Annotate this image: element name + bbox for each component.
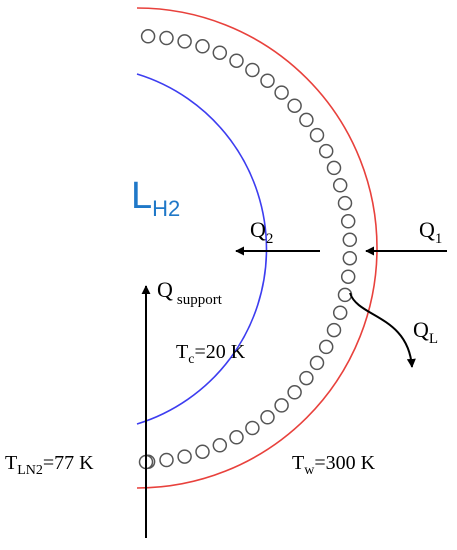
pipe-circle: [337, 287, 353, 303]
pipe-circle: [212, 45, 228, 60]
tw-label: Tw=300 K: [292, 452, 376, 478]
pipe-circle: [332, 305, 348, 320]
ql-curved-arrow: [349, 292, 416, 368]
pipe-circle: [245, 62, 260, 78]
pipe-circle: [326, 160, 342, 176]
ql-label: QL: [413, 317, 438, 347]
inner-cold-wall-arc: [136, 73, 268, 425]
pipe-circle: [260, 73, 275, 88]
pipe-circle: [309, 127, 325, 143]
pipe-circle: [195, 444, 210, 459]
pipe-circle: [309, 355, 325, 371]
pipe-circle: [299, 112, 314, 128]
pipe-circle: [342, 232, 358, 248]
q2-label: Q2: [250, 217, 273, 247]
pipe-circle: [229, 430, 244, 445]
pipe-circle: [342, 250, 358, 266]
outer-warm-wall-arc: [136, 7, 378, 489]
pipe-circle: [318, 143, 334, 159]
pipe-circle: [332, 178, 348, 193]
pipe-circle: [340, 214, 356, 229]
pipe-circle: [140, 29, 156, 44]
pipe-circle: [212, 438, 228, 453]
pipe-circle: [287, 385, 302, 400]
pipe-circle: [159, 452, 174, 468]
pipe-circle: [159, 30, 174, 46]
pipe-circle: [177, 34, 192, 49]
tc-label: Tc=20 K: [176, 341, 246, 367]
pipe-circle: [274, 398, 289, 413]
pipe-circle: [195, 39, 210, 54]
pipe-circle: [318, 339, 334, 355]
pipe-circle: [299, 370, 314, 386]
pipe-circle: [177, 449, 192, 464]
pipe-circle: [274, 85, 289, 100]
q1-label: Q1: [419, 217, 442, 247]
pipe-circle: [245, 420, 260, 436]
pipe-circle: [340, 269, 356, 284]
ln2-pipe-circles: [138, 29, 358, 470]
pipe-circle: [287, 98, 302, 113]
pipe-circle: [229, 53, 244, 68]
lh2-label: LH2: [131, 175, 180, 221]
pipe-circle: [337, 195, 353, 211]
tln2-label: TLN2=77 K: [5, 452, 94, 478]
pipe-circle: [326, 322, 342, 338]
pipe-circle: [260, 410, 275, 425]
